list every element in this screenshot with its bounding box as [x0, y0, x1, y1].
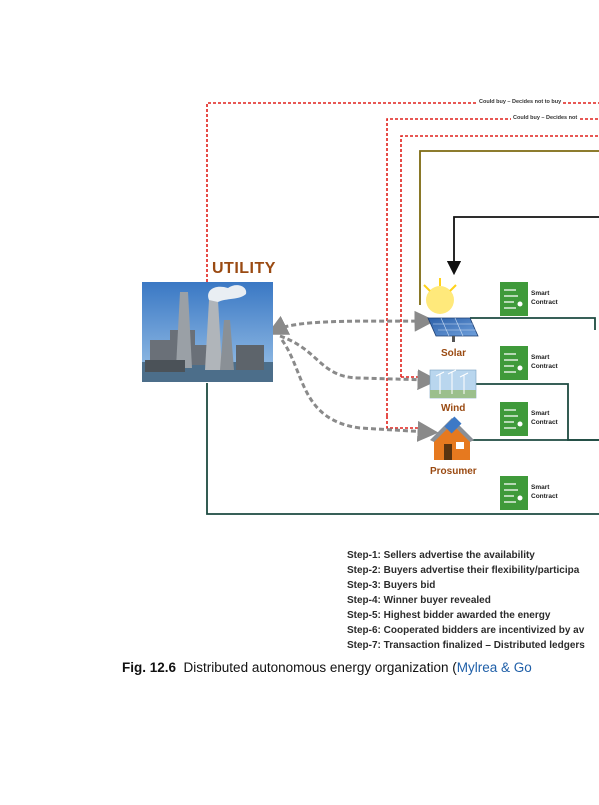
- wind-icon: [429, 369, 477, 399]
- step-item: Step-1: Sellers advertise the availabili…: [347, 550, 535, 561]
- caption-citation-link[interactable]: Mylrea & Go: [456, 660, 532, 675]
- figure-number: Fig. 12.6: [122, 660, 177, 675]
- olive-link: [419, 150, 599, 305]
- steps-list: Step-1: Sellers advertise the availabili…: [347, 548, 599, 653]
- power-plant-image: [142, 282, 273, 382]
- solar-label: Solar: [441, 348, 467, 359]
- red-dashed-links: [206, 102, 599, 429]
- step-item: Step-6: Cooperated bidders are incentivi…: [347, 625, 585, 636]
- caption-text: Distributed autonomous energy organizati…: [183, 660, 457, 675]
- step-item: Step-4: Winner buyer revealed: [347, 595, 491, 606]
- smart-contract-icon: [500, 346, 528, 380]
- figure-caption: Fig. 12.6 Distributed autonomous energy …: [122, 660, 599, 675]
- step-item: Step-7: Transaction finalized – Distribu…: [347, 640, 585, 651]
- utility-label: UTILITY: [212, 260, 276, 277]
- step-item: Step-3: Buyers bid: [347, 580, 436, 591]
- teal-links: [206, 317, 599, 515]
- black-arrow-link: [446, 216, 599, 276]
- step-item: Step-5: Highest bidder awarded the energ…: [347, 610, 551, 621]
- step-item: Step-2: Buyers advertise their flexibili…: [347, 565, 580, 576]
- dashed-label-second: Could buy – Decides not: [511, 115, 580, 121]
- smart-contract-icon: [500, 476, 528, 510]
- house-icon: [430, 416, 474, 460]
- smart-contract-icon: [500, 402, 528, 436]
- smart-contract-icon: [500, 282, 528, 316]
- dashed-label-top: Could buy – Decides not to buy: [477, 99, 564, 105]
- gray-dashed-links: [266, 310, 439, 442]
- solar-icon: [423, 278, 479, 342]
- wind-label: Wind: [441, 403, 466, 414]
- prosumer-label: Prosumer: [430, 466, 477, 477]
